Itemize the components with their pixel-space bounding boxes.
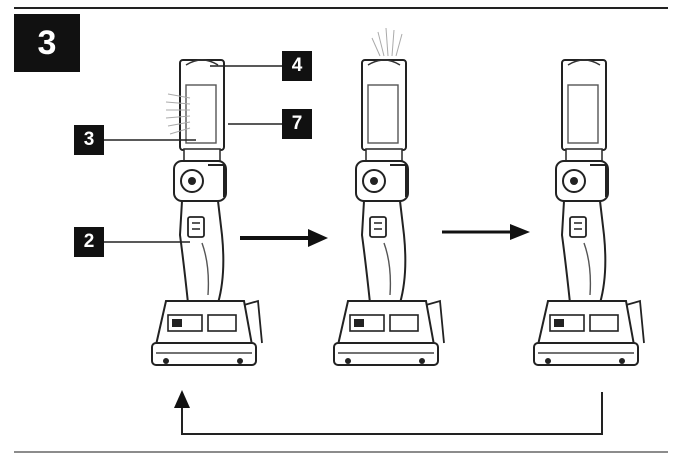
callout-7: 7 [282,109,312,139]
figure-number: 3 [14,14,80,72]
callout-2: 2 [74,227,104,257]
callout-4: 4 [282,51,312,81]
work-light-icon [333,59,445,366]
return-arrow-icon [174,390,603,435]
callout-3: 3 [74,125,104,155]
work-light-icon [533,59,645,366]
light-rays-icon [165,93,191,135]
right-arrow-icon [240,229,328,247]
work-light-icon [151,59,263,366]
light-rays-icon [371,27,403,57]
right-arrow-icon [442,224,530,240]
